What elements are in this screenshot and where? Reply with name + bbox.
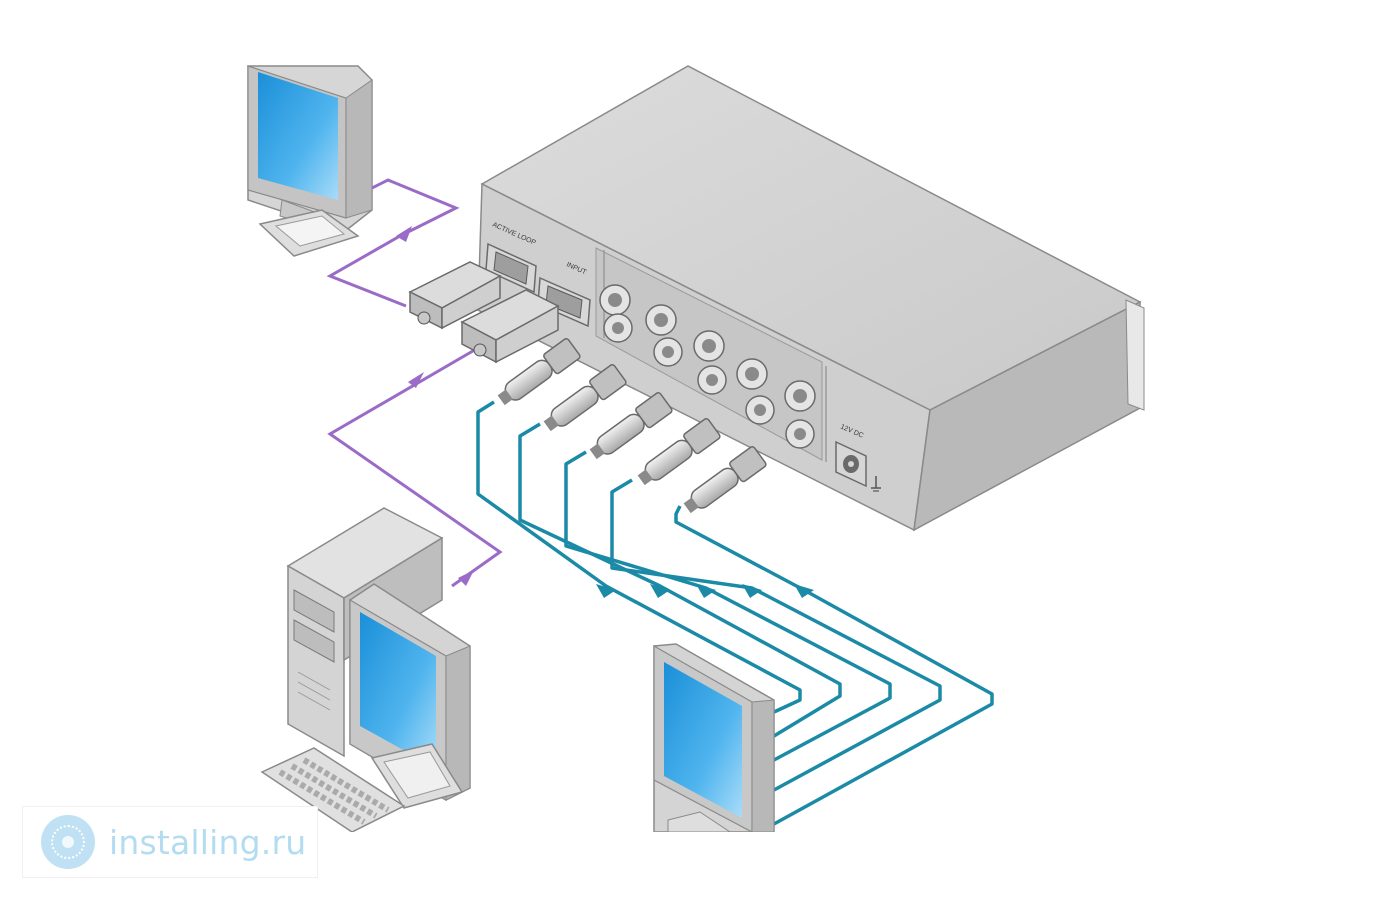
vga-plug-loop — [408, 261, 502, 330]
bnc-plug — [637, 418, 721, 486]
arrow-icon — [742, 584, 762, 598]
keyboard — [260, 747, 406, 833]
distribution-amplifier: ACTIVE LOOP INPUT 12V DC — [477, 65, 1145, 532]
vga-cable-to-top-monitor — [326, 178, 460, 308]
monitor-top-left-screen — [258, 72, 338, 200]
bnc-jack — [645, 304, 677, 336]
ground-icon — [871, 476, 881, 492]
watermark-logo-icon — [41, 815, 95, 869]
bnc-jack — [784, 380, 816, 412]
bnc-jack — [745, 395, 775, 425]
computer-workstation — [260, 507, 471, 833]
watermark-text: installing.ru — [109, 822, 307, 862]
arrow-icon — [794, 584, 814, 598]
bnc-plug — [543, 364, 627, 432]
watermark: installing.ru — [22, 806, 318, 878]
monitor-bottom-center — [653, 643, 775, 833]
input-port — [537, 276, 591, 328]
monitor-bottom-left-screen — [360, 612, 436, 768]
vga-cable-from-computer — [327, 346, 503, 588]
bnc-jack — [603, 313, 633, 343]
arrow-icon — [596, 584, 616, 598]
arrow-icon — [408, 372, 424, 388]
bnc-jack — [599, 284, 631, 316]
arrow-icon — [650, 584, 670, 598]
bnc-jack — [697, 365, 727, 395]
vga-plug-input — [460, 289, 560, 364]
bnc-plug — [589, 392, 673, 460]
bnc-cables — [476, 400, 994, 826]
arrow-icon — [396, 226, 412, 242]
arrow-icon — [696, 584, 716, 598]
arrow-icon — [458, 570, 474, 586]
monitor-bottom-center-screen — [664, 662, 742, 818]
bnc-jack — [693, 330, 725, 362]
active-loop-port — [485, 242, 537, 294]
bnc-jack — [653, 337, 683, 367]
power-jack — [835, 440, 867, 488]
bnc-jack — [736, 358, 768, 390]
bnc-plug — [683, 446, 767, 514]
bnc-plug — [497, 338, 581, 406]
monitor-top-left — [247, 65, 373, 257]
monitor-bottom-left — [349, 583, 471, 809]
bnc-jack — [785, 419, 815, 449]
